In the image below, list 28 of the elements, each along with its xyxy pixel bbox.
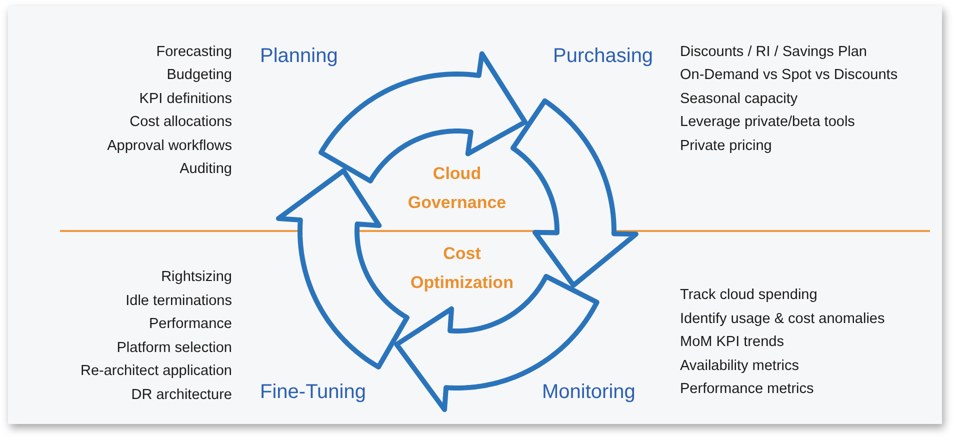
list-item-text: Discounts / RI / Savings Plan	[680, 43, 867, 62]
list-item-text: Budgeting	[166, 66, 232, 86]
list-item-text: Seasonal capacity	[680, 90, 798, 109]
list-item-text: Approval workflows	[107, 136, 232, 156]
phase-title: Planning	[260, 44, 338, 68]
list-item-text: MoM KPI trends	[680, 333, 784, 352]
list-item-text: Rightsizing	[161, 268, 232, 287]
list-item-text: Identify usage & cost anomalies	[680, 310, 885, 328]
list-item-text: DR architecture	[131, 386, 232, 405]
phase-title: Fine-Tuning	[260, 380, 366, 404]
list-item-text: Private pricing	[680, 136, 772, 156]
list-item-text: Performance metrics	[680, 380, 814, 399]
list-item-text: Platform selection	[116, 338, 232, 358]
list-item-text: Availability metrics	[680, 356, 799, 376]
list-item-text: Re-architect application	[80, 362, 232, 382]
phase-title: Purchasing	[553, 44, 654, 68]
list-item-text: Performance	[148, 315, 232, 334]
center-label: Cloud Governance	[406, 163, 508, 214]
phase-title: Monitoring	[542, 380, 636, 404]
list-item-text: Forecasting	[156, 43, 232, 62]
list-item-text: KPI definitions	[139, 90, 232, 109]
list-item-text: On-Demand vs Spot vs Discounts	[680, 66, 898, 86]
list-item-text: Cost allocations	[130, 113, 232, 132]
list-item-text: Auditing	[180, 160, 232, 179]
list-item-text: Idle terminations	[126, 292, 232, 311]
center-label: Cost Optimization	[410, 243, 514, 294]
list-item-text: Track cloud spending	[680, 286, 818, 305]
list-item-text: Leverage private/beta tools	[680, 113, 855, 132]
